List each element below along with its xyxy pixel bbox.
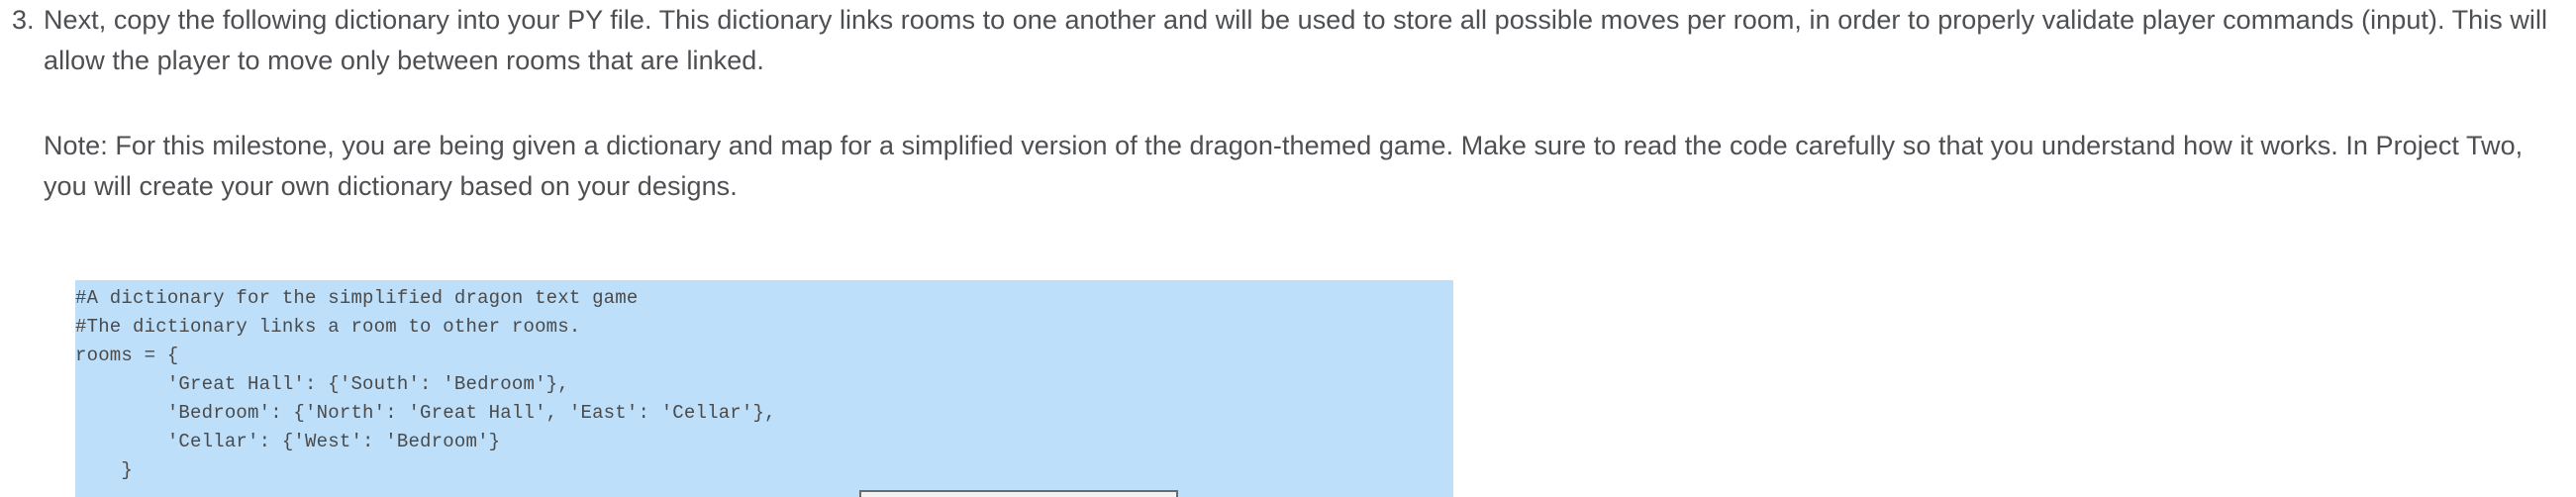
instruction-paragraph: Next, copy the following dictionary into… — [44, 5, 2548, 75]
list-item-number: 3. — [12, 5, 35, 35]
partially-visible-widget[interactable] — [859, 490, 1178, 497]
code-block-region: #A dictionary for the simplified dragon … — [0, 280, 2576, 497]
code-snippet[interactable]: #A dictionary for the simplified dragon … — [75, 287, 776, 481]
list-item-body: Next, copy the following dictionary into… — [44, 0, 2576, 207]
note-paragraph: Note: For this milestone, you are being … — [44, 131, 2524, 201]
code-selection-highlight — [75, 280, 1453, 497]
list-item: 3. Next, copy the following dictionary i… — [0, 0, 2576, 207]
numbered-list-block: 3. Next, copy the following dictionary i… — [0, 0, 2576, 207]
